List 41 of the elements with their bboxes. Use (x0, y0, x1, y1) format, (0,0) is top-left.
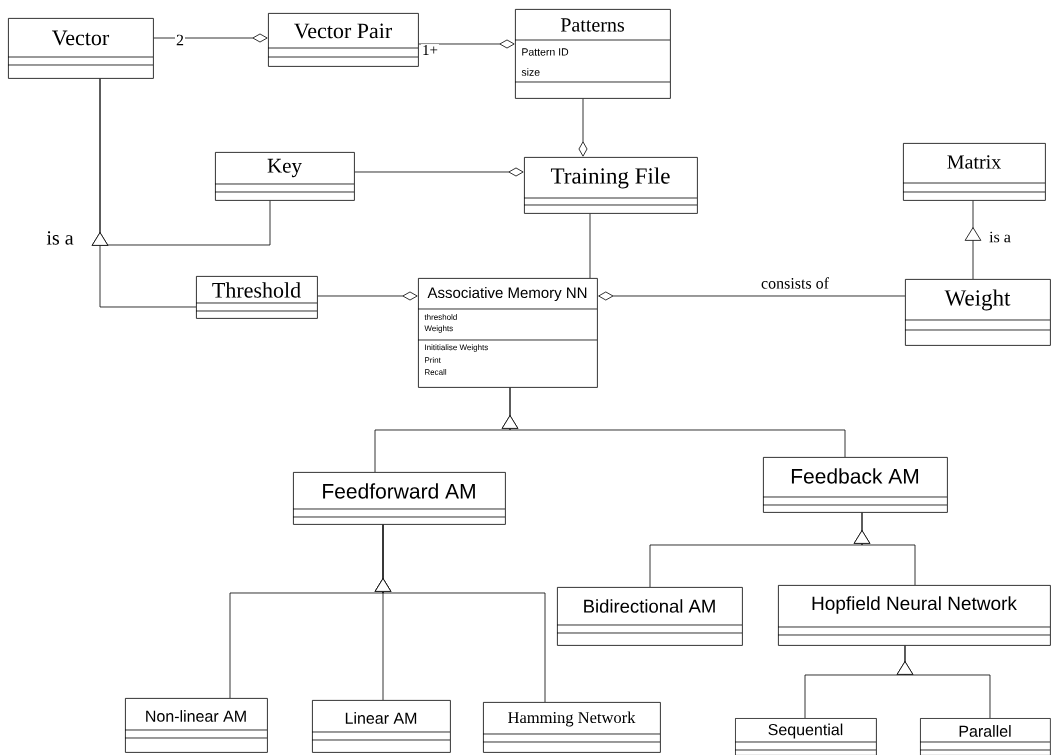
class-box: Hamming Network (482, 702, 661, 753)
generalization-line (91, 78, 197, 308)
class-box: Training File (523, 157, 698, 214)
aggregation-line (418, 39, 515, 49)
class-box: Feedback AM (762, 457, 948, 513)
class-box: Matrix (902, 143, 1046, 201)
edge-label: is a (45, 230, 75, 246)
class-box: Vector Pair (267, 13, 419, 67)
class-box: Sequential (734, 718, 877, 755)
class-box: Bidirectional AM (556, 587, 743, 646)
aggregation-line (354, 167, 524, 177)
edge-label: 1+ (421, 44, 439, 56)
class-box: Feedforward AM (292, 472, 506, 525)
generalization-line (896, 645, 991, 719)
class-box: Hopfield Neural Network (777, 585, 1051, 646)
aggregation-line (317, 291, 418, 301)
generalization-line (853, 512, 916, 586)
class-box: Non-linear AM (124, 698, 268, 753)
edge-label: 2 (175, 33, 185, 47)
association-line (589, 213, 591, 279)
edge-label: is a (988, 230, 1012, 244)
generalization-line (501, 387, 846, 458)
generalization-line (964, 200, 982, 280)
attribute-text: Print (425, 357, 441, 363)
attribute-text: Recall (425, 369, 447, 375)
class-box: Vector (7, 18, 154, 79)
attribute-text: Inititialise Weights (425, 344, 488, 352)
aggregation-line (153, 33, 268, 43)
attribute-text: Weights (424, 325, 453, 333)
attribute-text: threshold (424, 314, 457, 320)
aggregation-line (598, 291, 906, 301)
attribute-text: size (521, 68, 540, 76)
generalization-line (374, 524, 546, 703)
class-box: Threshold (195, 276, 318, 319)
class-box: Parallel (919, 718, 1051, 755)
aggregation-line (578, 98, 588, 157)
class-box: Linear AM (311, 700, 451, 753)
class-box: Key (214, 152, 355, 201)
attribute-text: Pattern ID (522, 48, 569, 56)
edge-label: consists of (760, 276, 830, 290)
class-box: Weight (904, 279, 1051, 346)
